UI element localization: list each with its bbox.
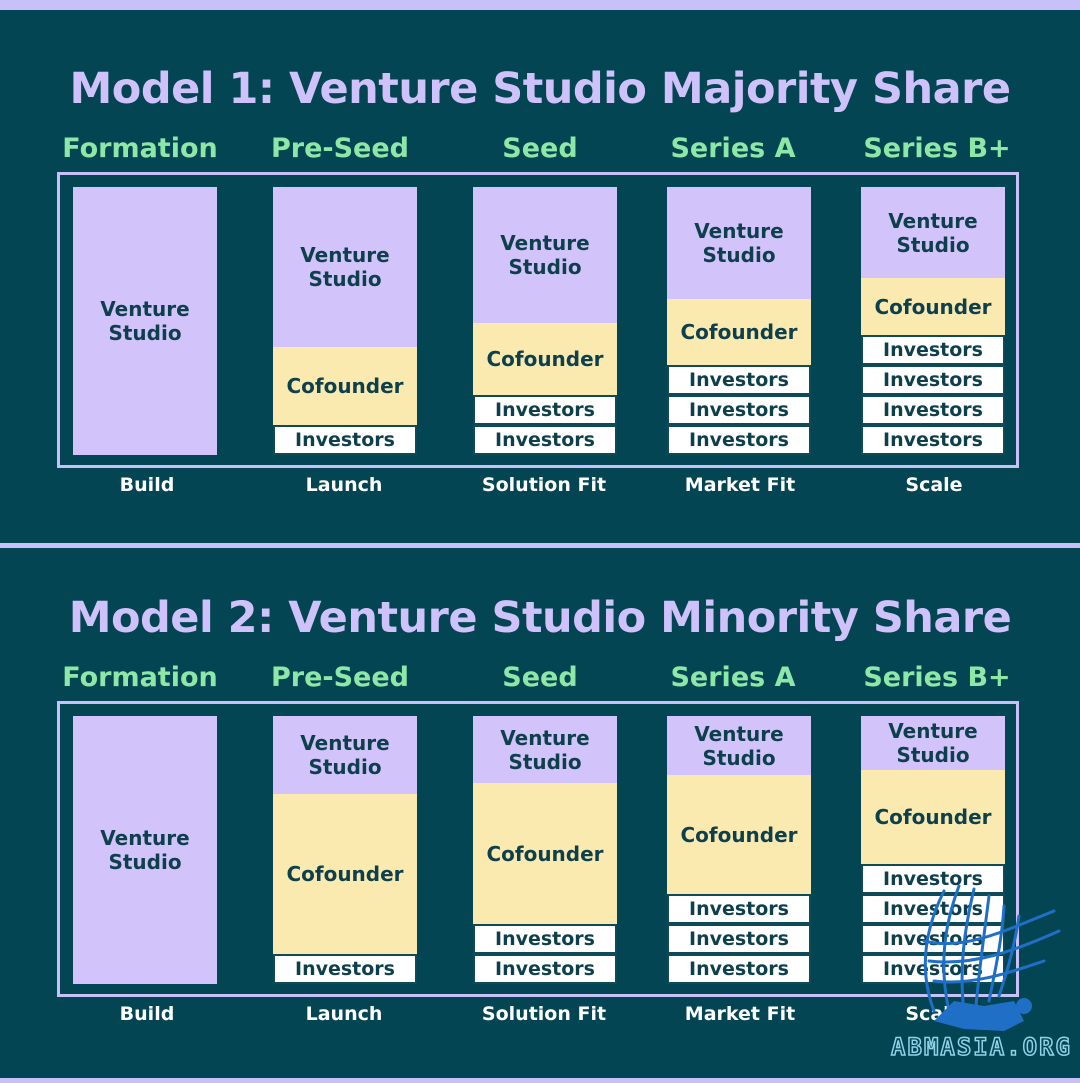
stage-heading: Pre-Seed [270, 662, 410, 693]
investors-share: Investors [667, 924, 811, 954]
investors-share: Investors [667, 395, 811, 425]
section-divider [0, 543, 1080, 548]
investors-share: Investors [473, 425, 617, 455]
stage-milestone: Launch [305, 1003, 383, 1025]
investors-share: Investors [667, 954, 811, 984]
investors-share: Investors [861, 864, 1005, 894]
stage-milestone: Build [119, 1003, 175, 1025]
stage-heading: Series A [670, 662, 796, 693]
venture-studio-label: Venture Studio [888, 719, 978, 767]
venture-studio-label: Venture Studio [888, 208, 978, 257]
venture-studio-label: Venture Studio [100, 826, 190, 874]
venture-studio-share: Venture Studio [273, 187, 417, 347]
stage-heading: Formation [62, 133, 218, 164]
top-border [0, 0, 1080, 10]
cofounder-share: Cofounder [473, 323, 617, 395]
stage-heading: Seed [502, 133, 578, 164]
bottom-border [0, 1078, 1080, 1083]
venture-studio-label: Venture Studio [694, 721, 784, 770]
venture-studio-share: Venture Studio [473, 187, 617, 323]
investors-share: Investors [273, 954, 417, 984]
model-2-outline [57, 701, 1019, 997]
venture-studio-label: Venture Studio [500, 231, 590, 279]
stage-heading: Series A [670, 133, 796, 164]
investors-share: Investors [861, 335, 1005, 365]
venture-studio-share: Venture Studio [473, 716, 617, 783]
cofounder-share: Cofounder [273, 347, 417, 425]
cofounder-share: Cofounder [667, 775, 811, 894]
venture-studio-share: Venture Studio [273, 716, 417, 794]
stage-heading: Formation [62, 662, 218, 693]
stage-heading: Series B+ [863, 133, 1011, 164]
model-2-title: Model 2: Venture Studio Minority Share [68, 593, 1012, 643]
ownership-bar: Venture Studio [73, 716, 217, 984]
investors-share: Investors [473, 954, 617, 984]
model-2-section: Model 2: Venture Studio Minority Share F… [0, 529, 1080, 1059]
investors-share: Investors [861, 395, 1005, 425]
investors-share: Investors [667, 365, 811, 395]
stage-milestone: Solution Fit [481, 1003, 607, 1025]
stage-milestone: Market Fit [684, 1003, 796, 1025]
watermark-text: ABMASIA.ORG [890, 1032, 1072, 1062]
investors-share: Investors [667, 894, 811, 924]
investors-share: Investors [667, 425, 811, 455]
griffin-logo-icon [922, 884, 1061, 1031]
investors-share: Investors [861, 425, 1005, 455]
stage-milestone: Market Fit [684, 474, 796, 496]
investors-share: Investors [861, 365, 1005, 395]
model-1-section: Model 1: Venture Studio Majority Share F… [0, 0, 1080, 530]
stage-heading: Pre-Seed [270, 133, 410, 164]
investors-share: Investors [473, 924, 617, 954]
ownership-bar: Venture Studio [73, 187, 217, 455]
model-1-outline [57, 172, 1019, 468]
cofounder-share: Cofounder [273, 794, 417, 954]
venture-studio-label: Venture Studio [694, 219, 784, 267]
venture-studio-label: Venture Studio [300, 243, 390, 291]
venture-studio-share: Venture Studio [73, 716, 217, 984]
investors-share: Investors [473, 395, 617, 425]
cofounder-share: Cofounder [861, 278, 1005, 335]
stage-milestone: Scale [905, 474, 963, 496]
cofounder-share: Cofounder [667, 299, 811, 365]
stage-milestone: Launch [305, 474, 383, 496]
venture-studio-share: Venture Studio [667, 187, 811, 299]
stage-heading: Series B+ [863, 662, 1011, 693]
stage-heading: Seed [502, 662, 578, 693]
stage-milestone: Build [119, 474, 175, 496]
venture-studio-label: Venture Studio [300, 731, 390, 779]
stage-milestone: Solution Fit [481, 474, 607, 496]
model-1-title: Model 1: Venture Studio Majority Share [69, 64, 1011, 114]
venture-studio-share: Venture Studio [73, 187, 217, 455]
investors-share: Investors [273, 425, 417, 455]
venture-studio-label: Venture Studio [500, 725, 590, 774]
venture-studio-label: Venture Studio [100, 297, 190, 345]
venture-studio-share: Venture Studio [861, 716, 1005, 770]
venture-studio-share: Venture Studio [861, 187, 1005, 278]
cofounder-share: Cofounder [861, 770, 1005, 864]
cofounder-share: Cofounder [473, 783, 617, 924]
venture-studio-share: Venture Studio [667, 716, 811, 775]
